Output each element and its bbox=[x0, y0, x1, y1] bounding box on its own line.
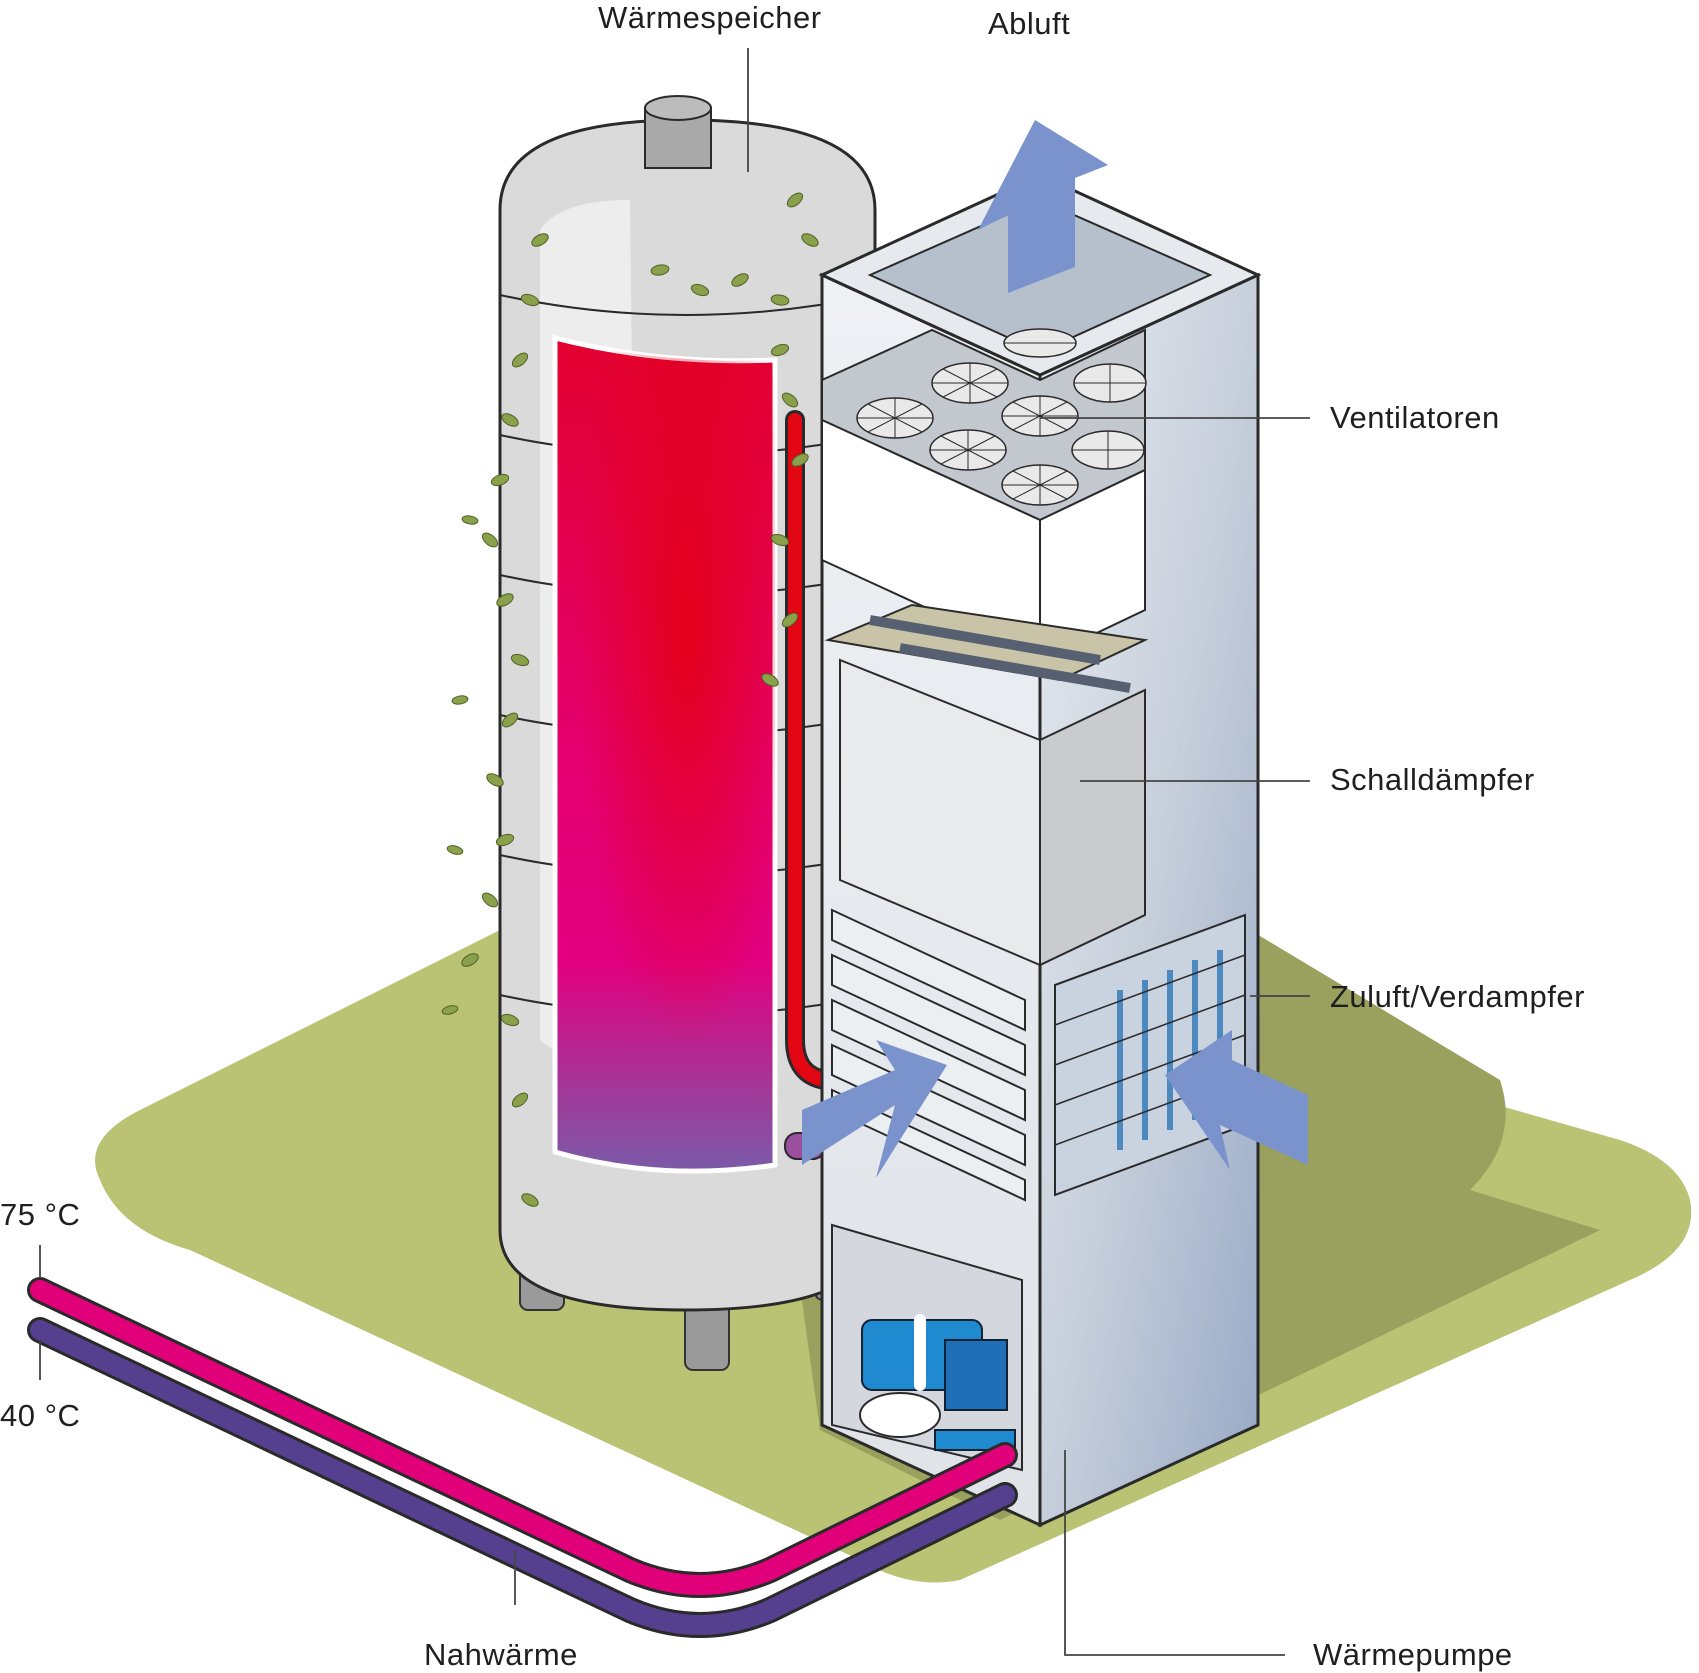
fan-icon bbox=[856, 397, 934, 439]
fan-icon bbox=[931, 362, 1009, 404]
fan-icon bbox=[1073, 363, 1147, 403]
intake-arrow-right-icon bbox=[1165, 1030, 1308, 1170]
exhaust-arrow-icon bbox=[978, 120, 1108, 293]
fan-icon bbox=[1071, 430, 1145, 470]
label-waermepumpe: Wärmepumpe bbox=[1313, 1637, 1513, 1672]
fan-icon bbox=[929, 429, 1007, 471]
fans bbox=[856, 328, 1147, 506]
heat-pump-machinery bbox=[859, 1314, 1016, 1451]
label-schalldaempfer: Schalldämpfer bbox=[1330, 762, 1535, 797]
tank-nozzle-top bbox=[644, 95, 712, 121]
label-temp-supply: 75 °C bbox=[0, 1197, 81, 1232]
ivy-decoration bbox=[441, 192, 819, 1207]
fan-icon bbox=[1001, 464, 1079, 506]
intake-arrow-left-icon bbox=[802, 1040, 947, 1178]
silencer-right bbox=[1039, 688, 1146, 967]
label-zuluft-verdampfer: Zuluft/Verdampfer bbox=[1330, 979, 1585, 1014]
label-temp-return: 40 °C bbox=[0, 1398, 81, 1433]
fan-icon bbox=[1001, 395, 1079, 437]
label-ventilatoren: Ventilatoren bbox=[1330, 400, 1500, 435]
fan-icon bbox=[1003, 328, 1077, 358]
label-abluft: Abluft bbox=[988, 6, 1071, 41]
label-nahwaerme: Nahwärme bbox=[424, 1637, 578, 1672]
leader-lines bbox=[39, 48, 1310, 1656]
fan-module-front-right bbox=[1039, 468, 1146, 662]
label-waermespeicher: Wärmespeicher bbox=[598, 0, 822, 35]
